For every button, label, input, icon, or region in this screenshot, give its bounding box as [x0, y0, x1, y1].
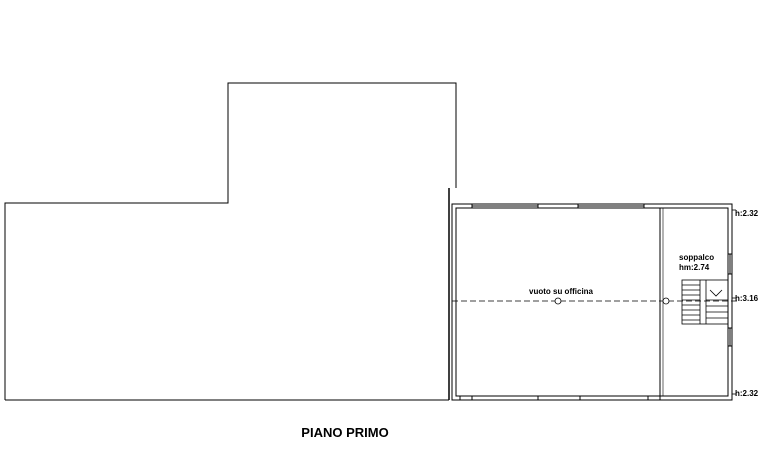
room-label-mezzanine: soppalco: [679, 253, 714, 262]
section-marker-2: [662, 297, 670, 305]
right-unit-walls: [451, 203, 733, 401]
height-label-top: h:2.32: [735, 209, 759, 218]
section-marker-1: [554, 297, 562, 305]
height-label-bottom: h:2.32: [735, 389, 759, 398]
plan-title: PIANO PRIMO: [301, 425, 388, 440]
right-windows: [728, 253, 732, 347]
mezzanine-height-label: hm:2.74: [679, 263, 710, 272]
left-building-outline: [4, 82, 457, 400]
bottom-openings: [459, 396, 661, 400]
height-ticks: [732, 209, 736, 395]
top-windows: [471, 204, 645, 208]
room-label-workshop-void: vuoto su officina: [529, 287, 594, 296]
height-label-middle: h:3.16: [735, 294, 759, 303]
staircase: [681, 279, 729, 325]
